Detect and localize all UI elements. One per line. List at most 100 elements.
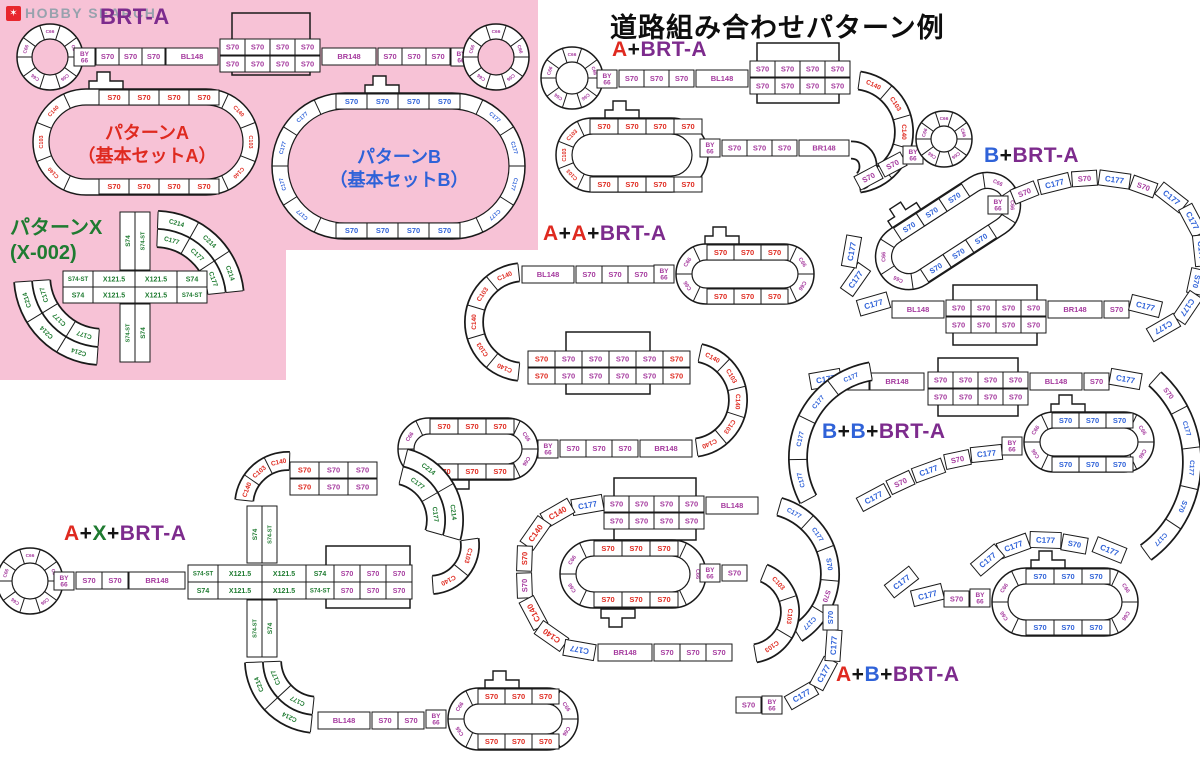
svg-text:S70: S70 bbox=[685, 517, 698, 526]
road-piece: S70 bbox=[359, 564, 387, 583]
road-piece: S74 bbox=[305, 564, 335, 583]
svg-text:C177: C177 bbox=[829, 635, 839, 655]
svg-text:BR148: BR148 bbox=[337, 52, 360, 61]
road-piece: S70 bbox=[516, 572, 533, 599]
road-piece: S70 bbox=[1078, 412, 1107, 429]
svg-text:S70: S70 bbox=[950, 595, 963, 604]
svg-text:BR148: BR148 bbox=[1063, 305, 1086, 314]
svg-text:S70: S70 bbox=[597, 180, 610, 189]
svg-text:BY: BY bbox=[1007, 440, 1017, 447]
road-piece: X121.5 bbox=[261, 581, 307, 600]
road-piece: S70 bbox=[706, 244, 735, 261]
road-piece: C177 bbox=[1191, 233, 1200, 268]
road-piece: S70 bbox=[1053, 619, 1083, 636]
road-piece: S74 bbox=[176, 270, 208, 288]
road-piece: S70 bbox=[653, 512, 680, 530]
road-piece: S70 bbox=[188, 89, 220, 106]
svg-text:S70: S70 bbox=[327, 466, 340, 475]
road-piece: S70 bbox=[927, 371, 954, 389]
road-piece: S74-ST bbox=[176, 286, 208, 304]
road-piece: S70 bbox=[428, 93, 461, 110]
svg-text:S70: S70 bbox=[107, 182, 120, 191]
svg-text:C66: C66 bbox=[927, 150, 938, 160]
svg-text:S74: S74 bbox=[186, 277, 199, 284]
svg-text:C214: C214 bbox=[448, 504, 457, 521]
svg-text:66: 66 bbox=[457, 58, 465, 65]
svg-text:BL148: BL148 bbox=[907, 305, 930, 314]
road-piece: S70 bbox=[673, 176, 703, 193]
svg-text:S70: S70 bbox=[356, 483, 369, 492]
svg-text:S70: S70 bbox=[610, 517, 623, 526]
svg-text:S70: S70 bbox=[108, 576, 121, 585]
road-piece: C177 bbox=[840, 234, 863, 269]
svg-text:S70: S70 bbox=[618, 444, 631, 453]
svg-text:66: 66 bbox=[976, 599, 984, 606]
svg-text:S70: S70 bbox=[675, 74, 688, 83]
svg-text:C177: C177 bbox=[1104, 174, 1125, 186]
road-piece: S70 bbox=[877, 151, 908, 178]
road-piece: BL148 bbox=[891, 300, 945, 319]
svg-text:S70: S70 bbox=[197, 93, 210, 102]
road-piece: S70 bbox=[611, 439, 639, 458]
svg-text:S70: S70 bbox=[824, 558, 833, 571]
svg-text:S70: S70 bbox=[681, 180, 694, 189]
svg-text:C66: C66 bbox=[505, 72, 516, 82]
road-piece: S70 bbox=[1020, 316, 1047, 334]
svg-text:BR148: BR148 bbox=[812, 144, 835, 153]
road-piece: S70 bbox=[385, 564, 413, 583]
road-piece: S70 bbox=[927, 388, 954, 406]
road-piece: C177 bbox=[855, 482, 892, 513]
layout-pattern-x: C214C214C214C177C177C177C214C214C214C177… bbox=[13, 210, 245, 366]
svg-text:S70: S70 bbox=[589, 355, 602, 364]
svg-text:C66: C66 bbox=[2, 568, 11, 579]
road-piece: S70 bbox=[359, 581, 387, 600]
svg-text:S70: S70 bbox=[539, 737, 552, 746]
svg-text:C66: C66 bbox=[893, 274, 905, 284]
svg-text:S74: S74 bbox=[125, 235, 132, 247]
road-piece: S70 bbox=[1002, 371, 1029, 389]
bus-stop-bump bbox=[1030, 550, 1066, 570]
road-piece: S70 bbox=[678, 495, 705, 513]
svg-text:S70: S70 bbox=[438, 97, 451, 106]
road-piece: S70 bbox=[653, 495, 680, 513]
svg-text:S70: S70 bbox=[660, 500, 673, 509]
svg-text:C177: C177 bbox=[569, 643, 590, 655]
svg-text:S70: S70 bbox=[562, 372, 575, 381]
road-piece: S70 bbox=[1051, 456, 1080, 473]
road-piece: S70 bbox=[425, 47, 451, 66]
road-piece: S70 bbox=[559, 439, 587, 458]
svg-text:S74: S74 bbox=[314, 571, 327, 578]
svg-text:S70: S70 bbox=[781, 65, 794, 74]
svg-text:S70: S70 bbox=[977, 304, 990, 313]
svg-text:BR148: BR148 bbox=[654, 444, 677, 453]
road-piece: S70 bbox=[527, 350, 556, 368]
road-piece: BR148 bbox=[1047, 300, 1103, 319]
svg-text:C66: C66 bbox=[492, 29, 501, 35]
svg-text:S70: S70 bbox=[984, 376, 997, 385]
svg-text:C177: C177 bbox=[846, 241, 858, 262]
bus-stop-bump bbox=[600, 608, 636, 628]
road-piece: S70 bbox=[531, 733, 560, 750]
road-piece: S70 bbox=[504, 688, 533, 705]
svg-text:S70: S70 bbox=[367, 588, 380, 595]
road-piece: S70 bbox=[885, 469, 916, 496]
road-piece: S70 bbox=[1128, 174, 1159, 199]
svg-text:S70: S70 bbox=[485, 692, 498, 701]
svg-text:66: 66 bbox=[60, 582, 68, 589]
road-piece: S70 bbox=[822, 604, 839, 631]
svg-text:C66: C66 bbox=[59, 72, 70, 82]
svg-text:66: 66 bbox=[432, 720, 440, 727]
road-piece: S70 bbox=[970, 316, 997, 334]
svg-text:C66: C66 bbox=[694, 569, 700, 579]
svg-text:S70: S70 bbox=[1033, 623, 1046, 632]
svg-text:S70: S70 bbox=[934, 376, 947, 385]
svg-text:S70: S70 bbox=[1089, 572, 1102, 581]
svg-text:C66: C66 bbox=[1120, 610, 1130, 622]
svg-text:S70: S70 bbox=[535, 372, 548, 381]
svg-text:S70: S70 bbox=[1089, 623, 1102, 632]
svg-text:C66: C66 bbox=[553, 91, 564, 101]
